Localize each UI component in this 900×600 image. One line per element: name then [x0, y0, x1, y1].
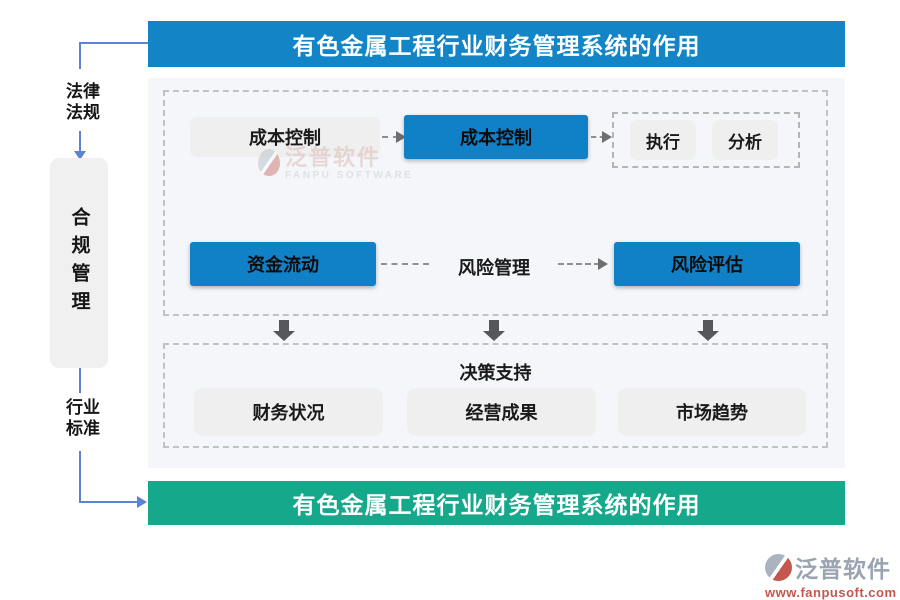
execute-node: 执行	[630, 120, 696, 160]
down-arrow-icon	[273, 320, 295, 341]
footer-logo: 泛普软件 www.fanpusoft.com	[765, 550, 897, 600]
analysis-label: 分析	[728, 132, 762, 152]
capital-flow-node: 资金流动	[190, 242, 376, 286]
compliance-management-label: 合规管理	[68, 207, 90, 319]
down-arrow-icon	[483, 320, 505, 341]
top-title-banner: 有色金属工程行业财务管理系统的作用	[148, 21, 845, 67]
capital-flow-label: 资金流动	[247, 255, 319, 275]
bottom-title-banner: 有色金属工程行业财务管理系统的作用	[148, 481, 845, 525]
decision-panel	[163, 343, 828, 448]
standard-label-line2: 标准	[66, 419, 100, 438]
right-arrow-icon	[602, 131, 612, 143]
market-trends-node: 市场趋势	[618, 388, 806, 436]
dashed-connector	[382, 136, 399, 138]
connector-line	[79, 42, 81, 69]
financial-status-label: 财务状况	[252, 403, 325, 423]
cost-control-source-label: 成本控制	[249, 128, 321, 148]
right-arrow-icon	[137, 496, 147, 508]
industry-standard-label: 行业 标准	[50, 397, 116, 439]
connector-line	[79, 451, 81, 502]
bottom-title-text: 有色金属工程行业财务管理系统的作用	[292, 492, 701, 518]
footer-logo-icon	[765, 553, 792, 581]
financial-status-node: 财务状况	[194, 388, 383, 436]
cost-control-target-node: 成本控制	[404, 115, 588, 159]
right-arrow-icon	[598, 258, 608, 270]
operating-results-node: 经营成果	[407, 388, 596, 436]
footer-website-text: www.fanpusoft.com	[765, 585, 897, 600]
market-trends-label: 市场趋势	[676, 403, 748, 423]
law-label-line1: 法律	[66, 82, 100, 101]
risk-assessment-label: 风险评估	[671, 255, 743, 275]
dashed-connector	[591, 136, 605, 138]
watermark-brand-en: FANPU SOFTWARE	[285, 170, 414, 181]
law-label-line2: 法规	[66, 103, 100, 122]
decision-panel-title: 决策支持	[459, 363, 532, 383]
watermark-brand: 泛普软件	[285, 145, 382, 170]
right-arrow-icon	[396, 131, 406, 143]
risk-management-label: 风险管理	[458, 258, 530, 278]
operating-results-label: 经营成果	[465, 403, 538, 423]
standard-label-line1: 行业	[66, 398, 100, 417]
connector-line	[79, 131, 81, 151]
dashed-connector	[558, 263, 600, 265]
connector-line	[79, 42, 148, 44]
watermark: 泛普软件 FANPU SOFTWARE	[258, 146, 413, 181]
watermark-text: 泛普软件 FANPU SOFTWARE	[285, 145, 414, 182]
dashed-connector	[381, 263, 429, 265]
exec-analysis-group	[612, 112, 800, 168]
connector-line	[79, 501, 138, 503]
process-panel	[163, 90, 828, 316]
risk-assessment-node: 风险评估	[614, 242, 800, 286]
top-title-text: 有色金属工程行业财务管理系统的作用	[292, 33, 701, 59]
cost-control-source-node: 成本控制	[190, 117, 380, 157]
compliance-management-node: 合规管理	[50, 158, 108, 368]
watermark-logo-icon	[258, 149, 280, 176]
cost-control-target-label: 成本控制	[460, 128, 532, 148]
connector-line	[79, 368, 81, 393]
execute-label: 执行	[646, 132, 680, 152]
law-regulation-label: 法律 法规	[50, 81, 116, 123]
down-arrow-icon	[74, 151, 86, 160]
footer-brand-name: 泛普软件	[795, 556, 891, 582]
down-arrow-icon	[697, 320, 719, 341]
analysis-node: 分析	[712, 120, 778, 160]
